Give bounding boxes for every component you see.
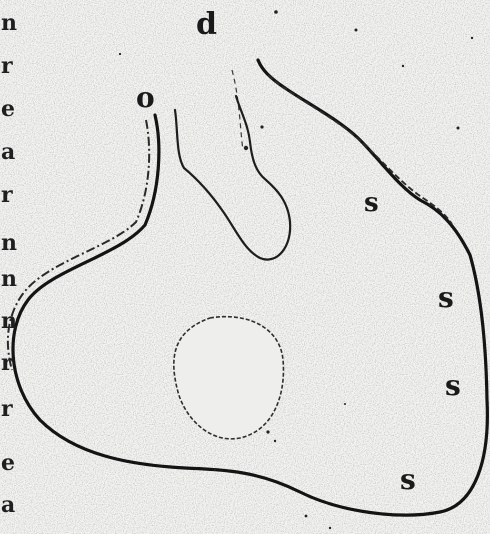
label-s: s [400, 466, 416, 494]
margin-char: n [1, 232, 17, 254]
margin-char: e [1, 98, 15, 120]
margin-char: r [1, 55, 13, 77]
margin-char: r [1, 184, 13, 206]
margin-char: r [1, 352, 13, 374]
margin-text-column: n r e a r n n n r r e a [1, 0, 21, 534]
margin-char: r [1, 398, 13, 420]
margin-char: n [1, 268, 17, 290]
label-s: s [364, 190, 379, 216]
margin-char: a [1, 494, 15, 516]
margin-char: n [1, 12, 17, 34]
margin-char: e [1, 452, 15, 474]
label-o: o [136, 84, 155, 112]
label-s: s [445, 372, 461, 400]
margin-char: n [1, 310, 17, 332]
label-d: d [196, 10, 217, 40]
label-s: s [438, 284, 454, 312]
margin-char: a [1, 141, 15, 163]
